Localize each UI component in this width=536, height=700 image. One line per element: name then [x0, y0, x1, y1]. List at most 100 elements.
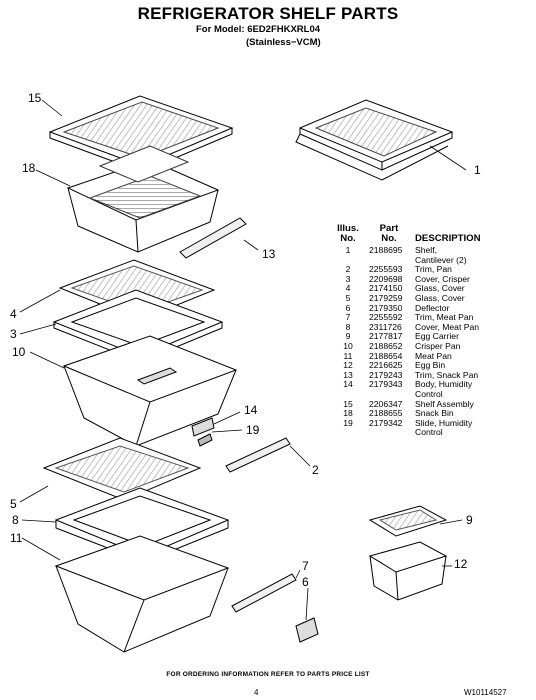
cantilever-shelf-drawing — [295, 99, 454, 181]
callout-12: 12 — [454, 557, 468, 571]
description-cell: Trim, Pan — [415, 264, 452, 275]
table-row: 3 2209698 Cover, Crisper — [330, 273, 484, 285]
illus-cell: 4 — [345, 283, 351, 294]
description-cell: Crisper Pan — [415, 340, 461, 351]
description-cell: Slide, Humidity — [415, 417, 473, 428]
part-number-cell: 2188654 — [369, 350, 403, 361]
part-number-cell: 2188655 — [369, 408, 403, 419]
part-number-cell: 2209698 — [369, 273, 403, 284]
meat-pan-drawing — [54, 535, 230, 653]
part-header: Part No. — [366, 224, 412, 246]
model-variant: (Stainless−VCM) — [246, 37, 321, 48]
table-row: Cantilever (2) — [330, 254, 484, 266]
callout-3: 3 — [10, 327, 17, 341]
egg-carrier-drawing — [368, 505, 448, 537]
table-row: 10 2188652 Crisper Pan — [330, 340, 484, 352]
table-row: Control — [330, 428, 484, 438]
callout-19: 19 — [246, 423, 260, 437]
table-row: 5 2179259 Glass, Cover — [330, 292, 484, 304]
illus-cell: 3 — [345, 273, 351, 284]
illus-cell: 14 — [343, 379, 353, 390]
description-cell: Cover, Meat Pan — [415, 321, 480, 332]
table-row: 1 2188695 Shelf, — [330, 245, 484, 256]
callout-4: 4 — [10, 307, 17, 321]
callout-2: 2 — [312, 463, 319, 477]
part-number-cell: 2311726 — [369, 321, 402, 332]
page-title: REFRIGERATOR SHELF PARTS — [137, 4, 399, 23]
part-number-cell: 2179243 — [369, 369, 403, 380]
illus-cell: 18 — [343, 408, 353, 419]
illus-header: Illus. No. — [330, 224, 366, 246]
description-cell: Control — [415, 388, 443, 399]
ordering-note: FOR ORDERING INFORMATION REFER TO PARTS … — [166, 671, 370, 678]
illus-cell: 7 — [345, 312, 351, 323]
trim-pan-drawing — [225, 437, 291, 473]
part-number-cell: 2255592 — [369, 312, 403, 323]
part-number-cell: 2179343 — [369, 379, 403, 390]
illus-cell: 11 — [343, 350, 353, 361]
part-number-cell: 2177817 — [369, 331, 403, 342]
callout-5: 5 — [10, 497, 17, 511]
leader-lines — [19, 99, 467, 621]
illus-cell: 2 — [345, 264, 351, 275]
part-number-cell: 2188695 — [369, 245, 403, 255]
part-number-cell: 2174150 — [369, 283, 403, 294]
illus-header-top: Illus. — [337, 223, 359, 234]
table-row: 4 2174150 Glass, Cover — [330, 284, 484, 294]
description-cell: Control — [415, 427, 443, 438]
part-number-cell: 2179259 — [369, 292, 403, 303]
illus-cell: 10 — [343, 340, 353, 351]
callout-18: 18 — [22, 161, 36, 175]
parts-table: Illus. No. Part No. DESCRIPTION 1 2188695… — [330, 224, 484, 438]
callout-7: 7 — [302, 559, 309, 573]
table-row: 14 2179343 Body, Humidity — [330, 380, 484, 390]
part-number-cell: 2179350 — [369, 302, 403, 313]
humidity-control-drawing — [191, 417, 215, 447]
part-header-top: Part — [379, 223, 399, 234]
callout-9: 9 — [466, 513, 473, 527]
callout-8: 8 — [12, 513, 19, 527]
illus-cell: 13 — [343, 369, 353, 380]
trim-meat-pan-drawing — [231, 573, 297, 613]
trim-snack-pan-drawing — [179, 217, 247, 259]
part-number-cell — [366, 428, 412, 438]
table-row: Control — [330, 388, 484, 400]
snack-bin-drawing — [66, 145, 220, 253]
description-cell: Deflector — [415, 302, 450, 313]
egg-bin-drawing — [368, 541, 448, 601]
description-cell: Glass, Cover — [415, 283, 465, 294]
illus-header-bottom: No. — [340, 233, 356, 244]
callout-11: 11 — [10, 531, 23, 545]
description-cell: Egg Bin — [415, 360, 446, 371]
description-cell: Shelf, — [415, 245, 437, 255]
callout-15: 15 — [28, 91, 42, 105]
description-cell: Body, Humidity — [415, 379, 473, 390]
glass-cover-lower-drawing — [42, 437, 202, 501]
callout-13: 13 — [262, 247, 276, 261]
callout-14: 14 — [244, 403, 258, 417]
callout-6: 6 — [302, 575, 309, 589]
description-cell: Trim, Snack Pan — [415, 369, 479, 380]
illus-cell: 5 — [345, 292, 351, 303]
shelf-assembly-drawing — [48, 95, 234, 173]
crisper-cover-drawing — [52, 289, 224, 363]
part-number-cell: 2188652 — [369, 340, 403, 351]
illus-cell: 1 — [345, 245, 351, 255]
table-header-row: Illus. No. Part No. DESCRIPTION — [330, 224, 484, 246]
description-cell: Glass, Cover — [415, 292, 465, 303]
table-row: 13 2179243 Trim, Snack Pan — [330, 369, 484, 381]
page-number: 4 — [254, 688, 259, 697]
description-cell: Shelf Assembly — [415, 398, 474, 409]
description-cell: Cover, Crisper — [415, 273, 470, 284]
description-cell: Cantilever (2) — [415, 254, 467, 265]
illus-cell: 8 — [345, 321, 351, 332]
description-header: DESCRIPTION — [415, 233, 481, 244]
